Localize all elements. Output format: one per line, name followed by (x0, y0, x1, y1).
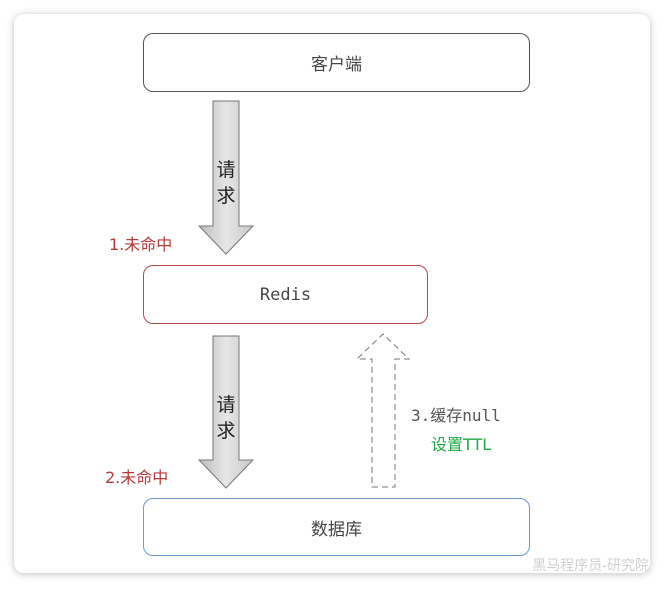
cache-null-arrow (355, 333, 411, 488)
set-ttl-label: 设置TTL (431, 435, 492, 454)
client-label: 客户端 (311, 55, 362, 75)
redis-node: Redis (143, 265, 428, 324)
miss-label-2: 2.未命中 (105, 468, 169, 487)
request-label-2: 请 求 (216, 394, 236, 442)
cache-null-label: 3.缓存null (411, 406, 501, 425)
request-arrow-1 (197, 100, 255, 255)
watermark: 黑马程序员-研究院 (532, 558, 649, 574)
database-node: 数据库 (143, 498, 530, 556)
client-node: 客户端 (143, 33, 530, 92)
database-label: 数据库 (311, 519, 362, 540)
request-arrow-2 (197, 335, 255, 489)
miss-label-1: 1.未命中 (109, 235, 173, 254)
request-label-1: 请 求 (216, 159, 236, 207)
redis-label: Redis (259, 284, 312, 305)
